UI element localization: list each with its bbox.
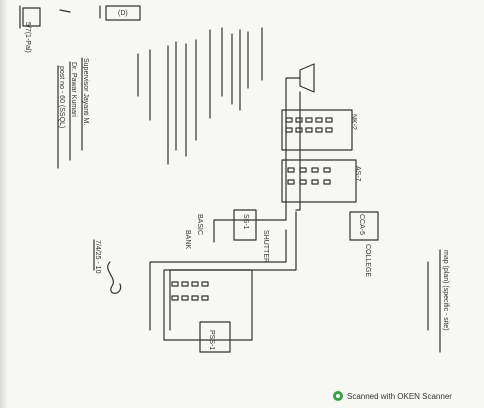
scanner-watermark-text: Scanned with OKEN Scanner <box>347 391 452 401</box>
scanner-watermark: Scanned with OKEN Scanner <box>333 388 452 404</box>
scanner-logo-icon <box>333 391 343 401</box>
header-top: 5/7(1-Pal) <box>24 22 31 53</box>
small-label-basic: BASIC <box>196 214 203 235</box>
staff-line-3: post no - 60 (SSQL) <box>58 66 65 128</box>
date-text: 7/4/25 - 10 <box>94 240 101 274</box>
small-label-bank: BANK <box>184 230 191 249</box>
staff-line-2: Dr. Pawar Kumari <box>70 62 77 117</box>
small-label-shutter: SHUTTER <box>262 230 269 263</box>
staff-line-1: Supervisor Jayanti M. <box>82 58 89 125</box>
small-label-college: COLLEGE <box>364 244 371 277</box>
header-right: (D) <box>118 10 128 17</box>
building-label-5: PSS-1 <box>208 330 215 350</box>
building-label-1: NK-2 <box>350 114 357 130</box>
title-bottom-right: map (plan) (specific - site) <box>442 250 449 331</box>
building-label-4: CCA-5 <box>358 214 365 235</box>
page-edge-shadow <box>0 0 8 408</box>
building-label-2: AS-7 <box>354 166 361 182</box>
building-label-3: SS-1 <box>242 214 249 230</box>
